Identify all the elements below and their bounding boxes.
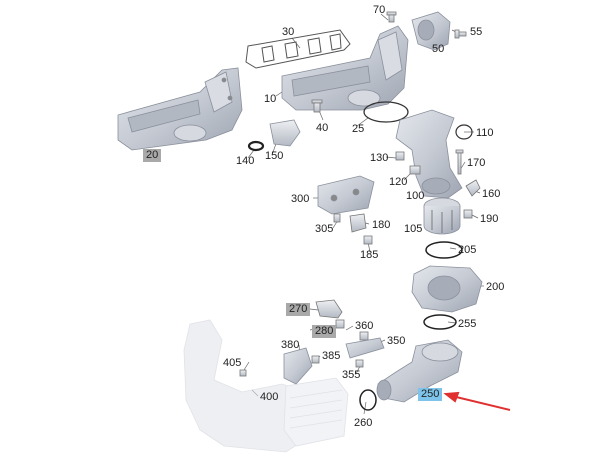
part-185-nut — [363, 235, 373, 245]
part-110-o-ring — [455, 124, 473, 140]
part-25-o-ring — [363, 101, 409, 123]
label-140: 140 — [236, 155, 255, 167]
label-10: 10 — [264, 93, 277, 105]
part-205-o-ring — [425, 241, 463, 259]
part-405-screw — [239, 369, 247, 377]
part-130-bolt — [395, 151, 405, 161]
label-170: 170 — [467, 157, 486, 169]
part-250-elbow-pipe — [376, 339, 463, 403]
part-20-intake-manifold — [117, 67, 243, 151]
label-355: 355 — [342, 369, 361, 381]
label-160: 160 — [482, 188, 501, 200]
part-380-bracket — [283, 347, 313, 385]
part-50-housing — [411, 11, 451, 51]
label-385: 385 — [322, 350, 341, 362]
label-40: 40 — [316, 122, 329, 134]
label-25: 25 — [352, 123, 365, 135]
part-400-charge-air-cooler — [183, 319, 349, 453]
label-200: 200 — [486, 281, 505, 293]
label-300: 300 — [291, 193, 310, 205]
part-140-seal — [247, 140, 265, 152]
label-400: 400 — [260, 391, 279, 403]
part-300-bracket — [317, 175, 375, 215]
part-30-gasket — [245, 29, 351, 69]
part-150-sensor — [269, 119, 301, 147]
label-305: 305 — [315, 223, 334, 235]
part-350-bracket — [345, 337, 385, 359]
part-190-bolt — [463, 209, 473, 219]
label-270: 270 — [286, 303, 311, 316]
label-105: 105 — [404, 223, 423, 235]
part-160-bracket — [465, 179, 481, 197]
label-250: 250 — [418, 388, 443, 401]
label-130: 130 — [370, 152, 389, 164]
label-150: 150 — [265, 150, 284, 162]
part-355-bolt — [355, 359, 364, 368]
label-180: 180 — [372, 219, 391, 231]
label-185: 185 — [360, 249, 379, 261]
part-55-screw — [454, 29, 467, 39]
label-260: 260 — [354, 417, 373, 429]
part-100-pipe — [395, 109, 463, 199]
label-70: 70 — [373, 4, 386, 16]
label-405: 405 — [223, 357, 242, 369]
part-255-o-ring — [423, 314, 457, 330]
part-360-bolt — [359, 331, 369, 341]
label-360: 360 — [355, 320, 374, 332]
part-270-bracket — [315, 299, 343, 319]
part-180-bracket — [349, 213, 367, 233]
label-30: 30 — [282, 26, 295, 38]
label-110: 110 — [476, 127, 494, 139]
part-280-bolt — [335, 319, 345, 329]
part-385-nut — [311, 355, 320, 364]
callout-arrow — [443, 391, 511, 411]
label-350: 350 — [387, 335, 406, 347]
label-100: 100 — [406, 190, 425, 202]
label-205: 205 — [458, 244, 477, 256]
label-50: 50 — [432, 43, 445, 55]
part-105-cage — [423, 197, 461, 235]
label-120: 120 — [389, 176, 408, 188]
label-55: 55 — [470, 26, 483, 38]
part-40-bolt — [311, 99, 323, 113]
label-190: 190 — [480, 213, 499, 225]
part-70-bolt — [386, 11, 397, 23]
label-255: 255 — [458, 318, 477, 330]
part-305-bolt — [333, 213, 341, 223]
part-10-intake-manifold — [281, 25, 409, 111]
label-20: 20 — [143, 149, 162, 162]
part-200-housing — [411, 265, 483, 313]
part-170-bolt — [455, 149, 464, 175]
label-380: 380 — [281, 339, 300, 351]
part-120-clamp — [409, 165, 421, 175]
label-280: 280 — [312, 325, 337, 338]
part-260-o-ring — [359, 389, 377, 411]
